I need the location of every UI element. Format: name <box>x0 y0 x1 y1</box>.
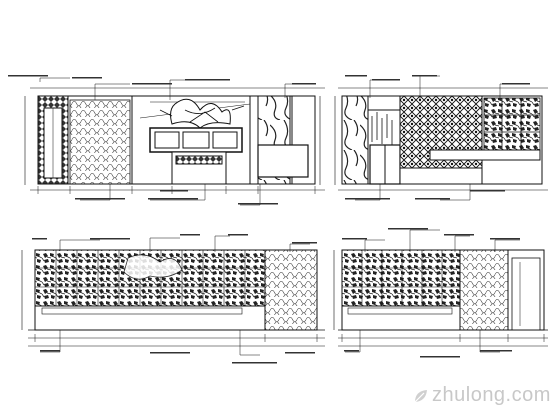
elevation-c <box>21 234 325 364</box>
floral-relief <box>159 98 245 129</box>
elevation-b <box>334 75 548 201</box>
watermark-text: zhulong.com <box>432 384 551 406</box>
stone-wall-c <box>34 249 266 307</box>
zhulong-leaf-icon <box>414 390 427 403</box>
stone-wall-d <box>341 249 461 307</box>
elevation-a <box>8 75 325 206</box>
elevation-d <box>333 228 548 358</box>
